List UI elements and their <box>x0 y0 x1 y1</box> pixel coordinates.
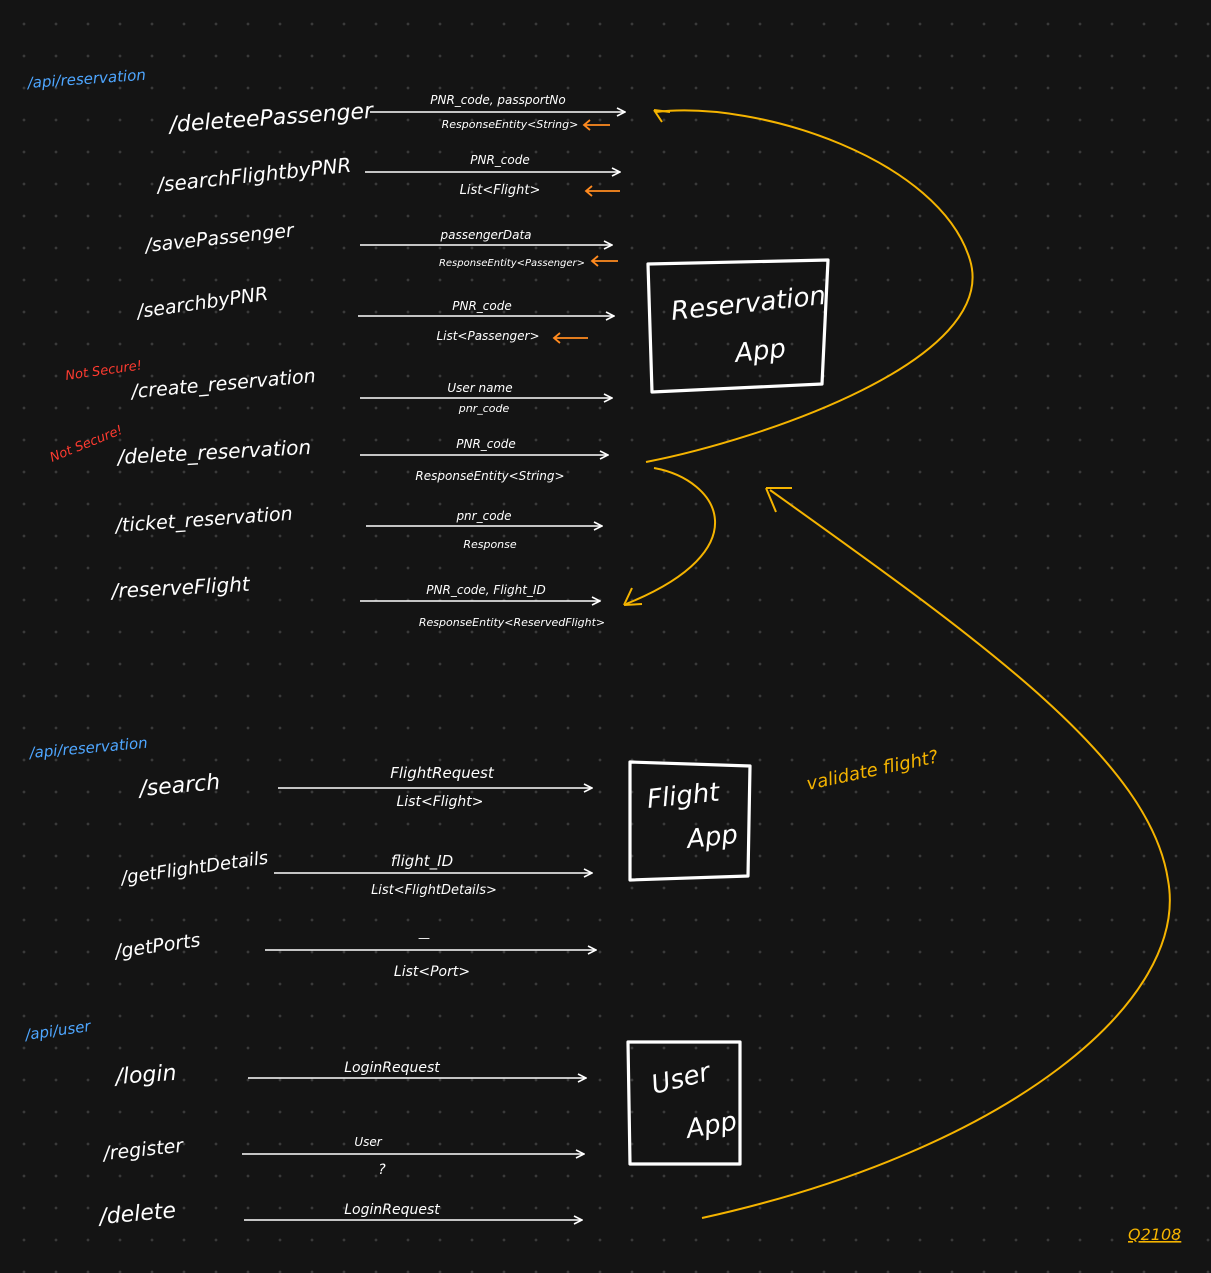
endpoint-reserve-flight: /reserveFlight PNR_code, Flight_ID Respo… <box>109 572 605 629</box>
return-arrow <box>584 185 620 197</box>
endpoint-login: /login LoginRequest <box>113 1060 586 1090</box>
request-label: PNR_code <box>456 437 516 451</box>
reservation-app-box: Reservation App <box>646 258 830 394</box>
request-label: PNR_code, Flight_ID <box>426 583 545 597</box>
app-title-line2: App <box>682 1107 739 1146</box>
response-label: List<Flight> <box>396 794 483 810</box>
endpoint-path: /searchbyPNR <box>134 283 270 323</box>
return-arrow <box>582 119 610 131</box>
endpoint-search-flight-by-pnr: /searchFlightbyPNR PNR_code List<Flight> <box>154 153 620 198</box>
endpoint-path: /getPorts <box>112 929 202 963</box>
app-title-line1: Flight <box>646 777 722 815</box>
request-label: flight_ID <box>391 852 453 871</box>
endpoint-delete-reservation: Not Secure! /delete_reservation PNR_code… <box>48 423 608 483</box>
validate-arrowhead <box>765 487 792 513</box>
reserve-flight-connector <box>625 467 716 605</box>
request-label: PNR_code <box>470 153 530 167</box>
app-title-line2: App <box>732 334 788 369</box>
endpoint-save-passenger: /savePassenger passengerData ResponseEnt… <box>142 219 618 269</box>
app-title-line1: Reservation <box>670 281 828 327</box>
response-label: ResponseEntity<String> <box>415 469 564 483</box>
request-label: User <box>354 1135 382 1149</box>
response-label: ResponseEntity<ReservedFlight> <box>419 616 605 629</box>
user-app-box: User App <box>626 1040 742 1166</box>
request-label: LoginRequest <box>344 1060 440 1076</box>
request-label: User name <box>447 381 512 395</box>
loop-arrowhead <box>653 109 671 123</box>
response-label: ? <box>378 1162 386 1178</box>
validate-flight-note: validate flight? <box>805 746 941 795</box>
endpoint-path: /search <box>136 770 221 802</box>
endpoint-path: /register <box>100 1135 185 1166</box>
endpoint-path: /delete_reservation <box>115 435 312 469</box>
request-label: LoginRequest <box>344 1202 440 1218</box>
endpoint-path: /reserveFlight <box>109 572 251 603</box>
return-arrow <box>552 332 588 344</box>
request-label: passengerData <box>439 228 531 242</box>
app-title-line2: App <box>684 820 740 855</box>
response-label: ResponseEntity<Passenger> <box>439 258 585 269</box>
group-label-reservation: /api/reservation <box>25 66 146 92</box>
request-label: PNR_code <box>452 299 512 313</box>
endpoint-path: /searchFlightbyPNR <box>154 153 352 197</box>
reserve-flight-arrowhead <box>623 587 643 606</box>
request-label: PNR_code, passportNo <box>430 93 566 107</box>
request-label: pnr_code <box>455 509 511 523</box>
reservation-loop-connector <box>645 109 974 463</box>
endpoint-delete-passenger: /deleteePassenger PNR_code, passportNo R… <box>167 93 625 138</box>
response-label: List<Flight> <box>460 183 541 198</box>
response-label: pnr_code <box>458 402 510 415</box>
endpoint-get-flight-details: /getFlightDetails flight_ID List<FlightD… <box>118 848 592 898</box>
endpoint-delete: /delete LoginRequest <box>96 1198 582 1230</box>
request-label: FlightRequest <box>390 764 495 782</box>
validate-flight-connector <box>701 489 1171 1219</box>
endpoint-create-reservation: Not Secure! /create_reservation User nam… <box>64 358 612 415</box>
endpoint-path: /delete <box>96 1198 177 1230</box>
response-label: List<Port> <box>394 964 470 980</box>
response-label: List<FlightDetails> <box>371 883 497 898</box>
group-label-user: /api/user <box>22 1017 92 1044</box>
endpoint-path: /ticket_reservation <box>113 503 294 537</box>
response-label: ResponseEntity<String> <box>442 118 579 131</box>
return-arrow <box>590 255 618 267</box>
endpoint-path: /login <box>113 1061 178 1090</box>
group-label-flight: /api/reservation <box>27 734 149 762</box>
endpoint-path: /savePassenger <box>142 219 296 257</box>
endpoint-path: /create_reservation <box>129 365 317 403</box>
endpoint-search-by-pnr: /searchbyPNR PNR_code List<Passenger> <box>134 283 614 344</box>
response-label: List<Passenger> <box>436 329 539 343</box>
flight-app-box: Flight App <box>628 760 752 882</box>
warning-label: Not Secure! <box>48 423 125 466</box>
request-label: — <box>418 931 430 945</box>
response-label: Response <box>463 538 517 551</box>
endpoint-search: /search FlightRequest List<Flight> <box>136 764 592 810</box>
endpoint-ticket-reservation: /ticket_reservation pnr_code Response <box>113 503 602 551</box>
signature-date: Q2108 <box>1128 1225 1181 1244</box>
endpoint-path: /getFlightDetails <box>118 848 270 890</box>
endpoint-get-ports: /getPorts — List<Port> <box>112 929 596 980</box>
app-title-line1: User <box>648 1057 715 1101</box>
endpoint-path: /deleteePassenger <box>167 99 376 138</box>
endpoint-register: /register User ? <box>100 1135 584 1178</box>
